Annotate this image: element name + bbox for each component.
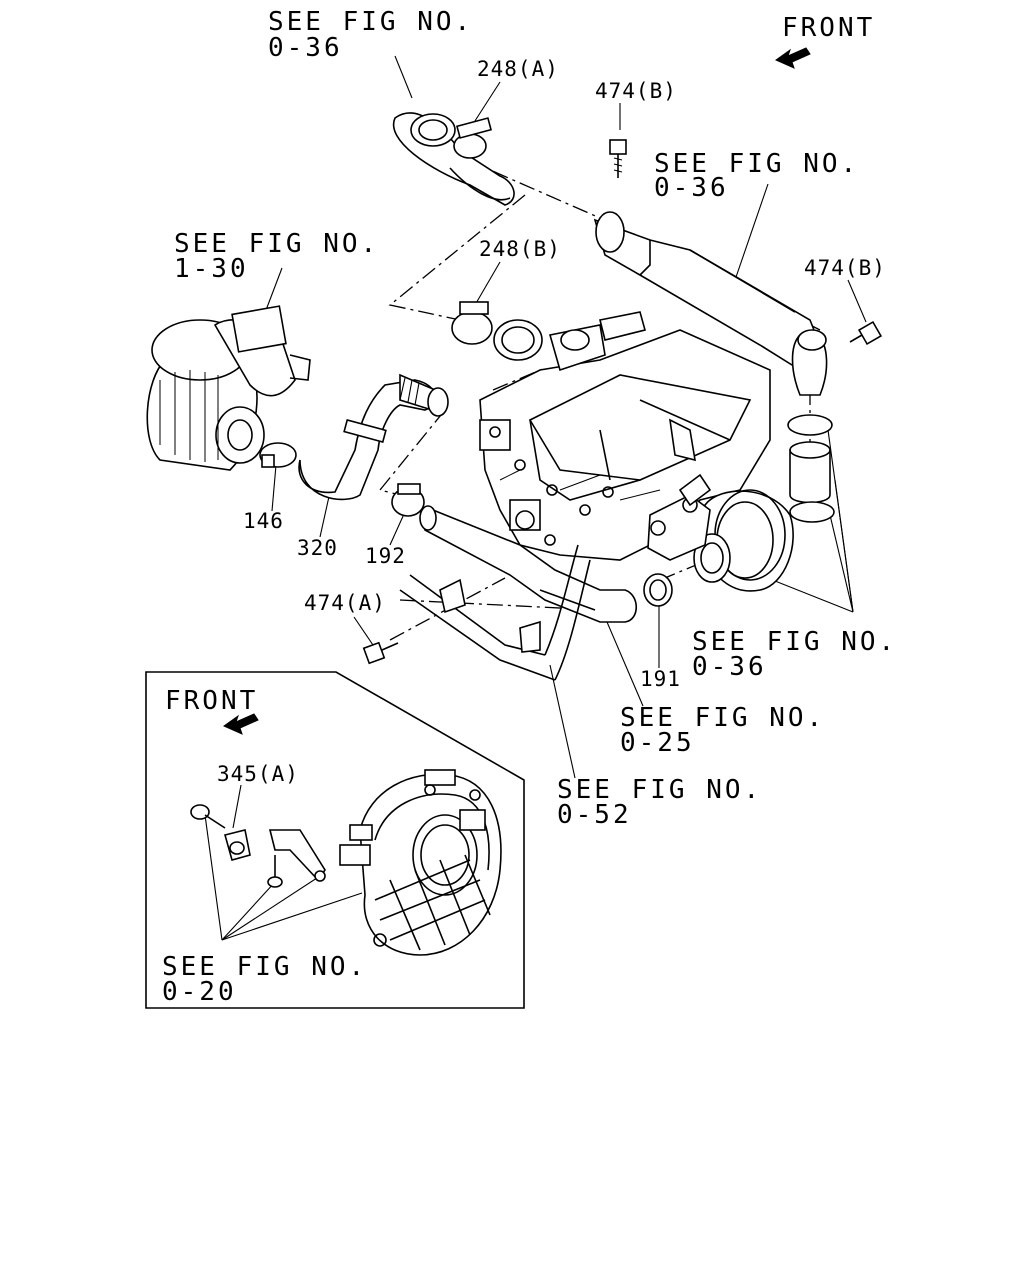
bolt-474b-right-icon bbox=[849, 320, 883, 346]
hose-clamp-146-icon bbox=[259, 442, 297, 468]
hose-clamp-248a-icon bbox=[453, 117, 492, 159]
bolt-474a-icon bbox=[362, 641, 399, 665]
ref-inset-prefix: SEE FIG NO. bbox=[162, 952, 367, 982]
part-label-191: 191 bbox=[640, 667, 681, 691]
air-cleaner bbox=[146, 305, 311, 471]
hose-clamp-248b-icon bbox=[451, 301, 493, 345]
ref-top-mid-prefix: SEE FIG NO. bbox=[654, 149, 859, 179]
bracket-345a bbox=[268, 829, 326, 882]
part-label-345a: 345(A) bbox=[217, 762, 299, 786]
hose-clamp-right-lower-icon bbox=[789, 501, 835, 523]
bolt-474b-top-icon bbox=[609, 139, 627, 178]
ref-bottom-mid-number: 0-25 bbox=[620, 728, 695, 758]
ref-top-left-prefix: SEE FIG NO. bbox=[268, 7, 473, 37]
ref-top-left-number: 0-36 bbox=[268, 33, 343, 63]
intake-hose-upper bbox=[392, 112, 515, 206]
hose-ring-icon bbox=[493, 319, 543, 361]
part-label-474b-top: 474(B) bbox=[595, 79, 677, 103]
front-arrow-icon bbox=[774, 47, 811, 69]
water-pipe bbox=[399, 505, 638, 681]
front-label-inset: FRONT bbox=[165, 686, 258, 716]
ref-right-mid-number: 0-36 bbox=[692, 652, 767, 682]
inset-frame bbox=[145, 671, 525, 1009]
intercooler-pipe bbox=[593, 211, 828, 396]
part-label-474a: 474(A) bbox=[304, 591, 386, 615]
part-label-146: 146 bbox=[243, 509, 284, 533]
ref-top-mid-number: 0-36 bbox=[654, 173, 729, 203]
ref-left-prefix: SEE FIG NO. bbox=[174, 229, 379, 259]
turbo-housing bbox=[647, 473, 794, 592]
leader-lines bbox=[204, 55, 867, 941]
flywheel-housing bbox=[339, 769, 502, 956]
part-label-320: 320 bbox=[297, 536, 338, 560]
front-arrow-inset-icon bbox=[222, 713, 259, 735]
part-label-474b-right: 474(B) bbox=[804, 256, 886, 280]
hose-clamp-right-upper-icon bbox=[787, 414, 833, 436]
hose-clamp-192-icon bbox=[391, 483, 425, 517]
ref-bottom-mid-prefix: SEE FIG NO. bbox=[620, 703, 825, 733]
bolt-inset-upper-icon bbox=[190, 804, 226, 829]
part-label-248a: 248(A) bbox=[477, 57, 559, 81]
intake-hose-320 bbox=[298, 373, 449, 501]
hose-sleeve-right-icon bbox=[789, 441, 831, 504]
part-label-192: 192 bbox=[365, 544, 406, 568]
hose-clamp-191-icon bbox=[643, 573, 673, 607]
front-label-main: FRONT bbox=[782, 13, 875, 43]
part-label-248b: 248(B) bbox=[479, 237, 561, 261]
ref-left-number: 1-30 bbox=[174, 254, 249, 284]
ref-right-mid-prefix: SEE FIG NO. bbox=[692, 627, 897, 657]
ref-bottom-prefix: SEE FIG NO. bbox=[557, 775, 762, 805]
ref-bottom-number: 0-52 bbox=[557, 800, 632, 830]
bolt-inset-lower-icon bbox=[267, 855, 283, 888]
ref-inset-number: 0-20 bbox=[162, 977, 237, 1007]
clip-345a-icon bbox=[224, 829, 251, 861]
